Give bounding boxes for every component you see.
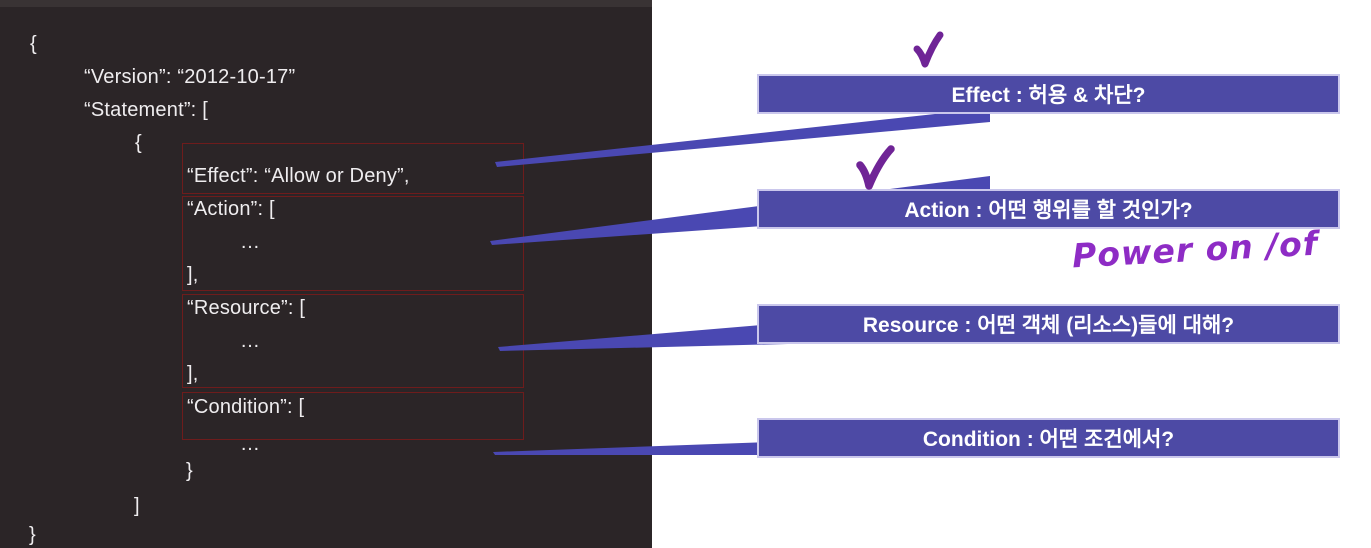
code-line-close-brace: } xyxy=(29,524,36,546)
banner-condition-label: Condition : 어떤 조건에서? xyxy=(922,428,1175,451)
banner-action: Action : 어떤 행위를 할 것인가? xyxy=(757,189,1340,229)
code-line-close-brace: } xyxy=(186,460,193,482)
banner-resource: Resource : 어떤 객체 (리소스)들에 대해? xyxy=(757,304,1340,344)
banner-effect-label: Effect : 허용 & 차단? xyxy=(951,84,1146,107)
code-line-ellipsis: … xyxy=(240,231,261,253)
code-line-bracket: ], xyxy=(187,363,199,385)
code-line-bracket: ], xyxy=(187,264,199,286)
code-line-condition: “Condition”: [ xyxy=(187,396,305,418)
code-line-close-bracket: ] xyxy=(134,495,140,517)
highlight-box-action xyxy=(182,196,524,291)
banner-effect: Effect : 허용 & 차단? xyxy=(757,74,1340,114)
checkmark-icon-effect xyxy=(913,31,944,68)
code-line-ellipsis: … xyxy=(240,330,261,352)
handwriting-power-on-off: Power on /of xyxy=(1071,223,1320,276)
code-line-version: “Version”: “2012-10-17” xyxy=(84,66,296,88)
code-line-brace: { xyxy=(135,132,142,154)
code-line-action: “Action”: [ xyxy=(187,198,275,220)
policy-code-panel: { “Version”: “2012-10-17” “Statement”: [… xyxy=(0,0,652,548)
banner-resource-label: Resource : 어떤 객체 (리소스)들에 대해? xyxy=(862,314,1235,337)
checkmark-icon-action xyxy=(856,145,895,190)
code-line-open-brace: { xyxy=(30,33,37,55)
highlight-box-resource xyxy=(182,294,524,388)
code-line-statement: “Statement”: [ xyxy=(84,99,208,121)
highlight-box-condition xyxy=(182,392,524,440)
code-line-effect: “Effect”: “Allow or Deny”, xyxy=(187,165,410,187)
code-line-ellipsis: … xyxy=(240,433,261,455)
highlight-box-effect xyxy=(182,143,524,194)
banner-condition: Condition : 어떤 조건에서? xyxy=(757,418,1340,458)
code-line-resource: “Resource”: [ xyxy=(187,297,306,319)
banner-action-label: Action : 어떤 행위를 할 것인가? xyxy=(904,199,1193,222)
